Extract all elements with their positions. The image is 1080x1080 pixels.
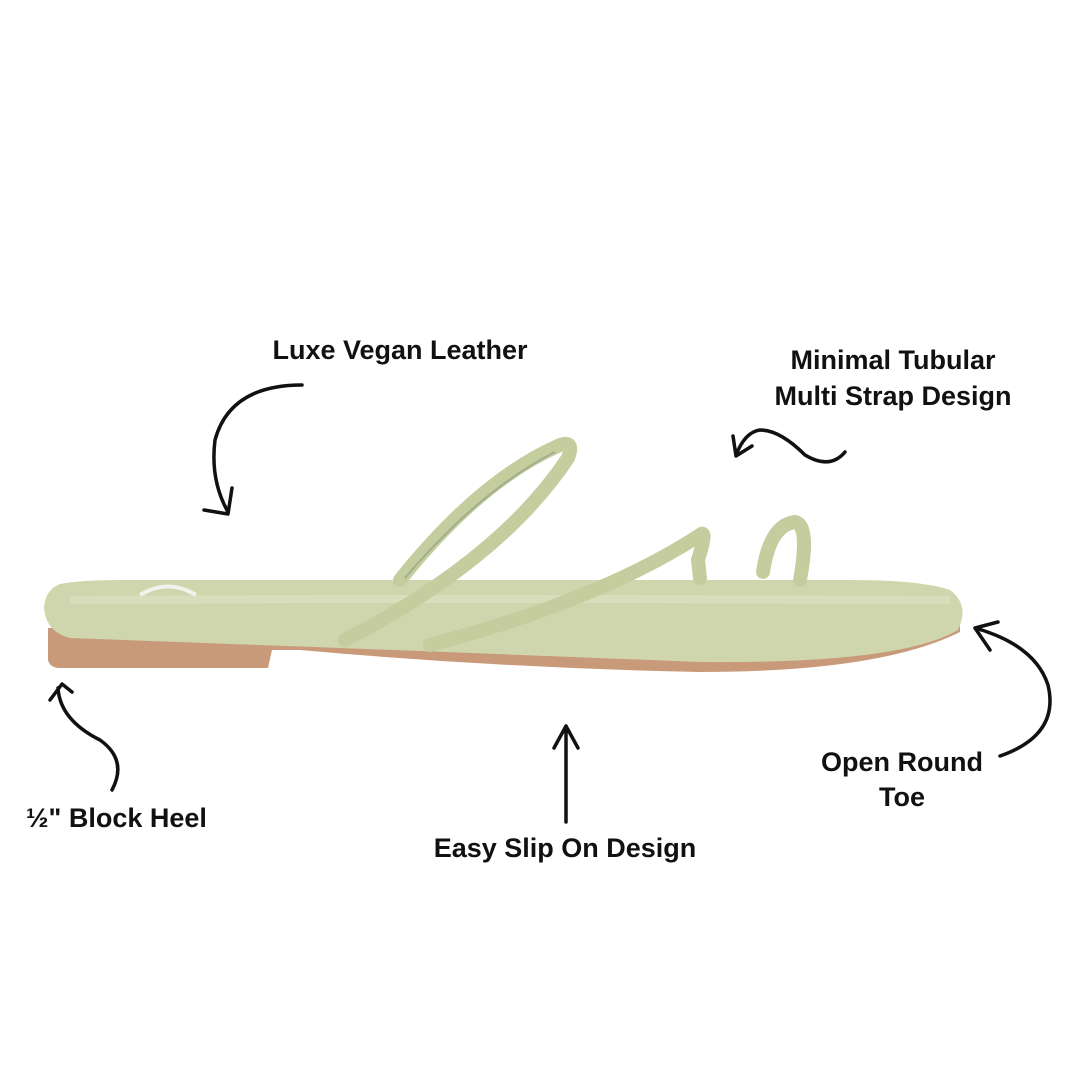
callout-block-heel: ½" Block Heel xyxy=(26,803,207,833)
callout-luxe-vegan-leather: Luxe Vegan Leather xyxy=(272,335,528,365)
slip-on-arrow-icon xyxy=(552,724,580,824)
sandal-straps xyxy=(338,436,811,652)
callout-arrows xyxy=(48,383,1052,824)
callout-minimal-line2: Multi Strap Design xyxy=(774,381,1012,411)
callout-toe-line1: Open Round xyxy=(821,747,983,777)
callout-toe-line2: Toe xyxy=(879,782,925,812)
minimal-arrow-icon xyxy=(731,428,847,464)
luxe-arrow-icon xyxy=(202,383,304,516)
heel-arrow-icon xyxy=(48,682,120,792)
toe-arrow-icon xyxy=(973,620,1052,758)
callout-easy-slip-on: Easy Slip On Design xyxy=(433,833,697,863)
callout-minimal-line1: Minimal Tubular xyxy=(790,345,996,375)
